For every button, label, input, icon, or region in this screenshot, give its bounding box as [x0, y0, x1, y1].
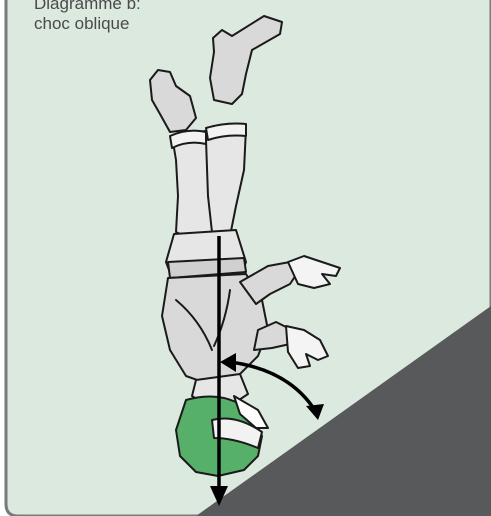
- diagram-caption: Diagramme b: choc oblique: [34, 0, 141, 34]
- caption-line-2: choc oblique: [34, 14, 141, 34]
- caption-line-1: Diagramme b:: [34, 0, 141, 14]
